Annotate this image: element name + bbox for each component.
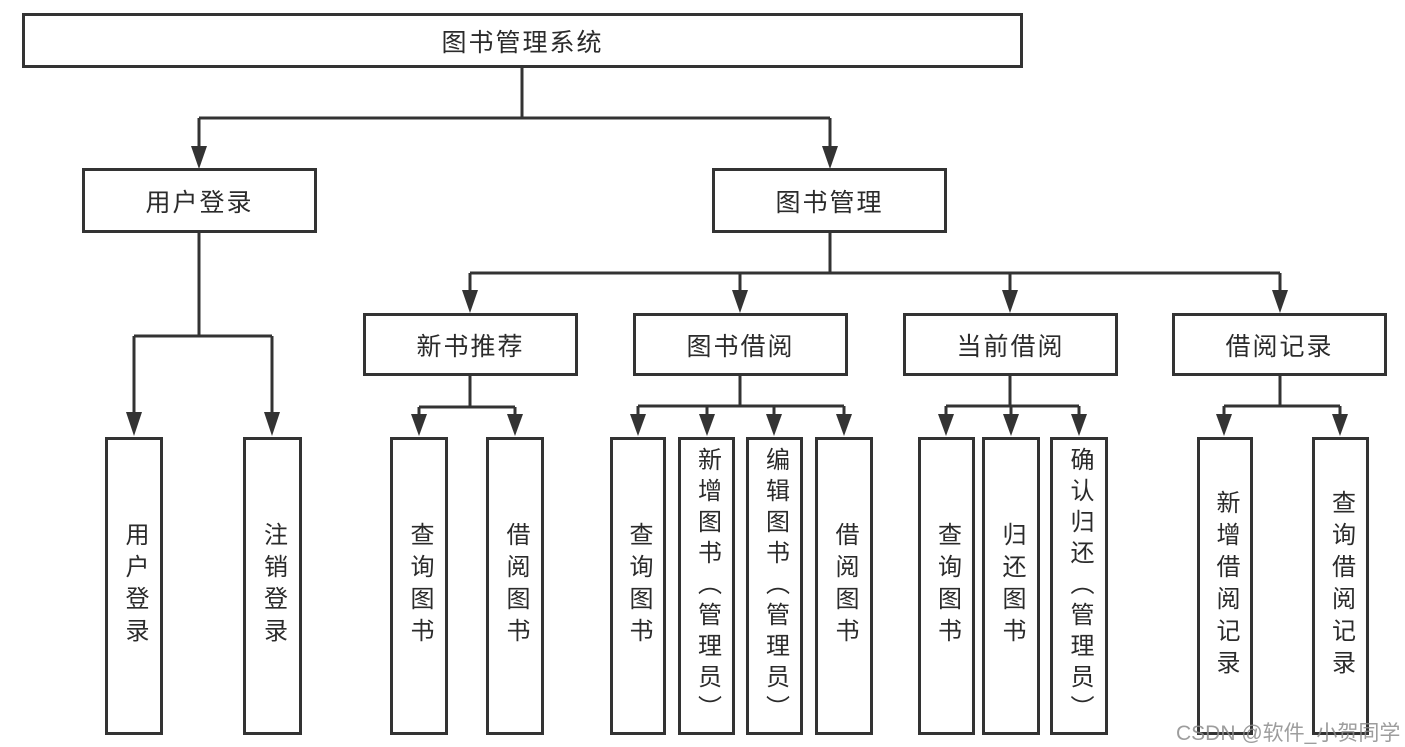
arrowhead xyxy=(264,412,280,436)
leaf-label: 借阅图书 xyxy=(831,522,858,650)
leaf-label: 查询借阅记录 xyxy=(1327,490,1355,682)
arrowhead xyxy=(1332,414,1348,436)
leaf-borrow-books: 借阅图书 xyxy=(815,437,873,735)
arrowhead xyxy=(1003,414,1019,436)
leaf-query-books-current: 查询图书 xyxy=(918,437,975,735)
node-borrowing-records: 借阅记录 xyxy=(1172,313,1387,376)
leaf-add-borrow-record: 新增借阅记录 xyxy=(1197,437,1253,735)
leaf-label: 新增借阅记录 xyxy=(1212,490,1239,682)
leaf-user-login: 用户登录 xyxy=(105,437,163,735)
leaf-label: 借阅图书 xyxy=(502,522,529,650)
node-label: 新书推荐 xyxy=(416,332,525,361)
arrowhead xyxy=(630,414,646,436)
node-root-system: 图书管理系统 xyxy=(22,13,1023,68)
node-current-borrowing: 当前借阅 xyxy=(903,313,1118,376)
arrowhead xyxy=(191,146,207,169)
leaf-label: 确认归还（管理员） xyxy=(1066,446,1093,726)
node-label: 用户登录 xyxy=(145,188,254,217)
leaf-confirm-return-admin: 确认归还（管理员） xyxy=(1050,437,1108,735)
node-book-management: 图书管理 xyxy=(712,168,947,233)
leaf-query-borrow-record: 查询借阅记录 xyxy=(1312,437,1369,735)
csdn-watermark: CSDN @软件_小贺同学 xyxy=(1176,722,1401,745)
node-label: 当前借阅 xyxy=(956,332,1065,361)
arrowhead xyxy=(126,412,142,436)
leaf-label: 查询图书 xyxy=(933,522,961,650)
node-label: 借阅记录 xyxy=(1225,332,1334,361)
leaf-label: 注销登录 xyxy=(259,522,287,650)
node-new-book-recommend: 新书推荐 xyxy=(363,313,578,376)
arrowhead xyxy=(732,290,748,313)
node-user-login: 用户登录 xyxy=(82,168,317,233)
leaf-edit-books-admin: 编辑图书（管理员） xyxy=(746,437,803,735)
arrowhead xyxy=(699,414,715,436)
leaf-borrow-books-recommend: 借阅图书 xyxy=(486,437,544,735)
arrowhead xyxy=(1216,414,1232,436)
leaf-label: 用户登录 xyxy=(121,522,148,650)
node-label: 图书借阅 xyxy=(686,332,795,361)
node-label: 图书管理系统 xyxy=(441,28,604,57)
arrowhead xyxy=(1002,290,1018,313)
arrowhead xyxy=(938,414,954,436)
arrowhead xyxy=(836,414,852,436)
leaf-label: 编辑图书（管理员） xyxy=(761,446,789,726)
leaf-logout: 注销登录 xyxy=(243,437,302,735)
leaf-query-books-borrowing: 查询图书 xyxy=(610,437,666,735)
node-label: 图书管理 xyxy=(775,188,884,217)
arrowhead xyxy=(462,290,478,313)
arrowhead xyxy=(766,414,782,436)
arrowhead xyxy=(1272,290,1288,313)
node-book-borrowing: 图书借阅 xyxy=(633,313,848,376)
leaf-label: 查询图书 xyxy=(625,522,652,650)
leaf-return-books: 归还图书 xyxy=(982,437,1040,735)
arrowhead xyxy=(411,414,427,436)
leaf-query-books-recommend: 查询图书 xyxy=(390,437,448,735)
leaf-add-books-admin: 新增图书（管理员） xyxy=(678,437,735,735)
leaf-label: 查询图书 xyxy=(406,522,433,650)
arrowhead xyxy=(1071,414,1087,436)
leaf-label: 归还图书 xyxy=(998,522,1025,650)
leaf-label: 新增图书（管理员） xyxy=(693,446,721,726)
arrowhead xyxy=(507,414,523,436)
arrowhead xyxy=(822,146,838,169)
